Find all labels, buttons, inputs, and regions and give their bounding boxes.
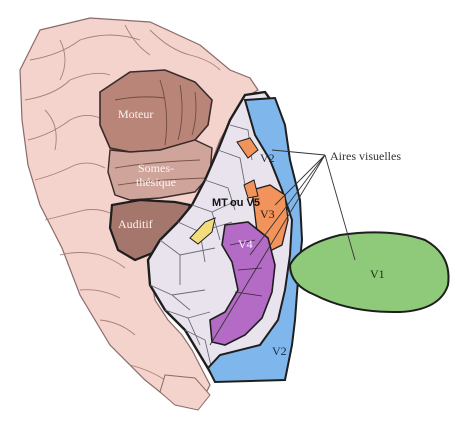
label-somes: Somes- (138, 161, 174, 175)
label-auditif: Auditif (118, 217, 153, 231)
v1-area (288, 231, 450, 314)
label-v1: V1 (370, 267, 385, 281)
label-mt: MT (212, 197, 228, 209)
v4-inner-cells (229, 239, 263, 297)
label-moteur: Moteur (118, 107, 153, 121)
label-aires-visuelles: Aires visuelles (330, 149, 401, 163)
cortex-gyri (24, 24, 221, 381)
motor-area (99, 69, 213, 153)
label-v3: V3 (260, 207, 275, 221)
v3-patch-small (243, 179, 259, 199)
label-v2-top: V2 (260, 151, 275, 165)
label-v2-bottom: V2 (272, 344, 287, 358)
v4-area (209, 221, 276, 346)
label-ou-v5: ou V5 (230, 197, 260, 209)
motor-gyri (114, 79, 197, 146)
label-thesique: thésique (136, 175, 176, 189)
mt-area (189, 217, 216, 245)
brainstem (159, 374, 211, 411)
aires-visuelles-pointers (209, 149, 356, 346)
v3-patch-top (236, 137, 259, 159)
label-v4: V4 (238, 237, 253, 251)
somesthesic-gyri (114, 159, 206, 186)
